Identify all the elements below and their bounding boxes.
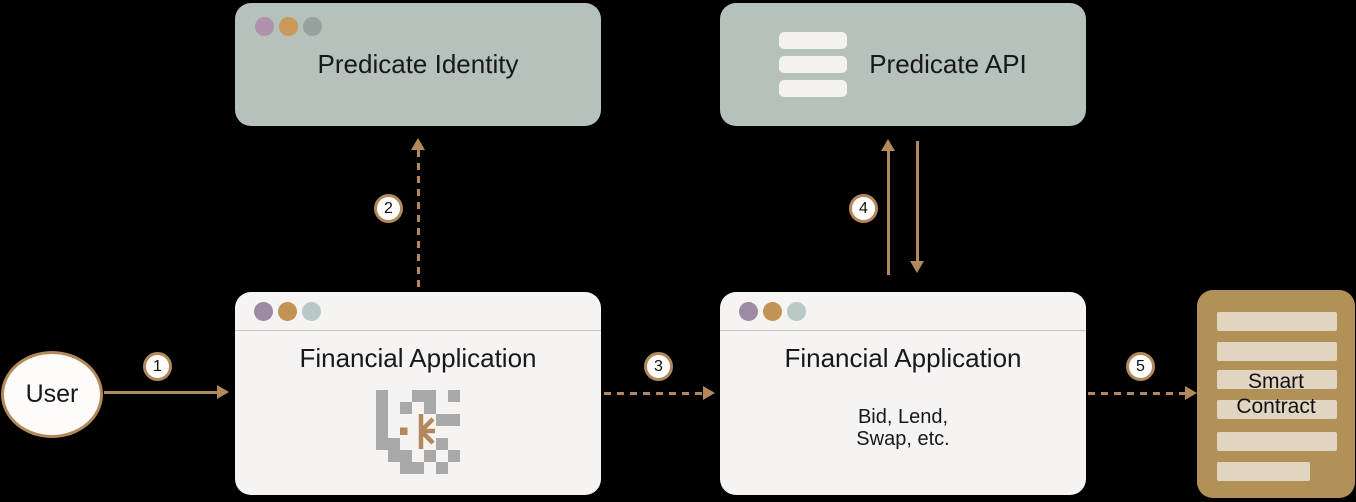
dot-purple-icon	[254, 301, 273, 321]
arrow-4-up-head-icon	[881, 139, 895, 151]
document-line-icon	[1217, 462, 1310, 481]
qr-cell	[400, 402, 412, 414]
qr-cell	[448, 426, 460, 438]
qr-cell	[436, 390, 448, 402]
arrow-4-up-line	[887, 151, 890, 275]
step-badge-1: 1	[143, 352, 172, 381]
body-line: Bid, Lend,	[857, 406, 949, 428]
arrow-3-head-icon	[703, 386, 715, 400]
traffic-light-dots-icon	[739, 301, 806, 321]
qr-cell	[448, 414, 460, 426]
step-badge-4: 4	[849, 194, 878, 223]
qr-cell	[400, 390, 412, 402]
financial-app-2-body: Bid, Lend, Swap, etc.	[720, 406, 1086, 450]
predicate-api-node: Predicate API	[720, 3, 1086, 126]
arrow-4-down-line	[916, 141, 919, 262]
financial-app-1-title: Financial Application	[299, 343, 537, 373]
dot-bluegray-icon	[787, 301, 806, 321]
arrow-5-line	[1088, 392, 1186, 395]
dot-bluegray-icon	[302, 301, 321, 321]
qr-cell	[400, 450, 412, 462]
dot-gray-icon	[303, 17, 322, 36]
financial-app-1-node: Financial Application	[235, 292, 601, 495]
qr-cell	[388, 390, 400, 402]
qr-cell	[376, 462, 388, 474]
qr-cell	[400, 462, 412, 474]
qr-cell	[412, 390, 424, 402]
arrow-3-line	[604, 392, 704, 395]
qr-cell	[424, 390, 436, 402]
dot-purple-icon	[255, 17, 274, 36]
dot-gold-icon	[278, 301, 297, 321]
qr-cell	[448, 462, 460, 474]
label-line: Smart	[1247, 370, 1304, 393]
arrow-1-line	[104, 391, 218, 394]
step-badge-2: 2	[374, 194, 403, 223]
qr-cell	[436, 414, 448, 426]
arrow-2-head-icon	[411, 138, 425, 150]
qr-cell	[436, 462, 448, 474]
qr-cell	[388, 438, 400, 450]
user-label: User	[25, 380, 79, 408]
server-stack-icon	[779, 32, 848, 97]
qr-code-icon	[376, 390, 460, 474]
predicate-identity-label: Predicate Identity	[317, 49, 519, 79]
document-line-icon	[1217, 342, 1337, 361]
traffic-light-dots-icon	[255, 17, 322, 36]
qr-cell	[376, 390, 388, 402]
qr-cell	[424, 462, 436, 474]
step-number: 5	[1136, 357, 1145, 375]
dot-gold-icon	[279, 17, 298, 36]
qr-cell	[376, 438, 388, 450]
window-titlebar	[720, 292, 1086, 331]
predicate-identity-node: Predicate Identity	[235, 3, 601, 126]
arrow-5-head-icon	[1185, 386, 1197, 400]
arrow-1-head-icon	[217, 385, 229, 399]
qr-cell	[376, 450, 388, 462]
qr-cell	[412, 462, 424, 474]
step-number: 2	[384, 199, 393, 217]
qr-cell	[424, 450, 436, 462]
asterisk-logo-icon	[400, 414, 435, 449]
document-line-icon	[1217, 312, 1337, 331]
qr-cell	[436, 438, 448, 450]
smart-contract-node: Smart Contract	[1197, 290, 1355, 498]
arrow-4-down-head-icon	[910, 261, 924, 273]
qr-cell	[448, 450, 460, 462]
qr-cell	[424, 402, 436, 414]
qr-cell	[448, 438, 460, 450]
traffic-light-dots-icon	[254, 301, 321, 321]
smart-contract-label: Smart Contract	[1197, 369, 1355, 419]
financial-app-2-title: Financial Application	[784, 343, 1022, 373]
qr-cell	[448, 402, 460, 414]
qr-cell	[376, 402, 388, 414]
arrow-2-line	[417, 150, 420, 290]
step-badge-5: 5	[1126, 352, 1155, 381]
step-number: 4	[859, 199, 868, 217]
label-line: Contract	[1236, 395, 1316, 418]
predicate-api-label: Predicate API	[869, 49, 1027, 79]
step-badge-3: 3	[644, 352, 673, 381]
qr-cell	[388, 462, 400, 474]
dot-purple-icon	[739, 301, 758, 321]
step-number: 3	[654, 357, 663, 375]
step-number: 1	[153, 357, 162, 375]
document-line-icon	[1217, 400, 1337, 419]
document-line-icon	[1217, 370, 1337, 389]
body-line: Swap, etc.	[856, 428, 950, 450]
financial-app-2-node: Financial Application Bid, Lend, Swap, e…	[720, 292, 1086, 495]
qr-grid	[376, 390, 460, 474]
user-node: User	[1, 351, 103, 438]
qr-cell	[388, 450, 400, 462]
qr-cell	[376, 426, 388, 438]
document-line-icon	[1217, 432, 1337, 451]
dot-gold-icon	[763, 301, 782, 321]
qr-cell	[448, 390, 460, 402]
window-titlebar	[235, 292, 601, 331]
qr-cell	[376, 414, 388, 426]
